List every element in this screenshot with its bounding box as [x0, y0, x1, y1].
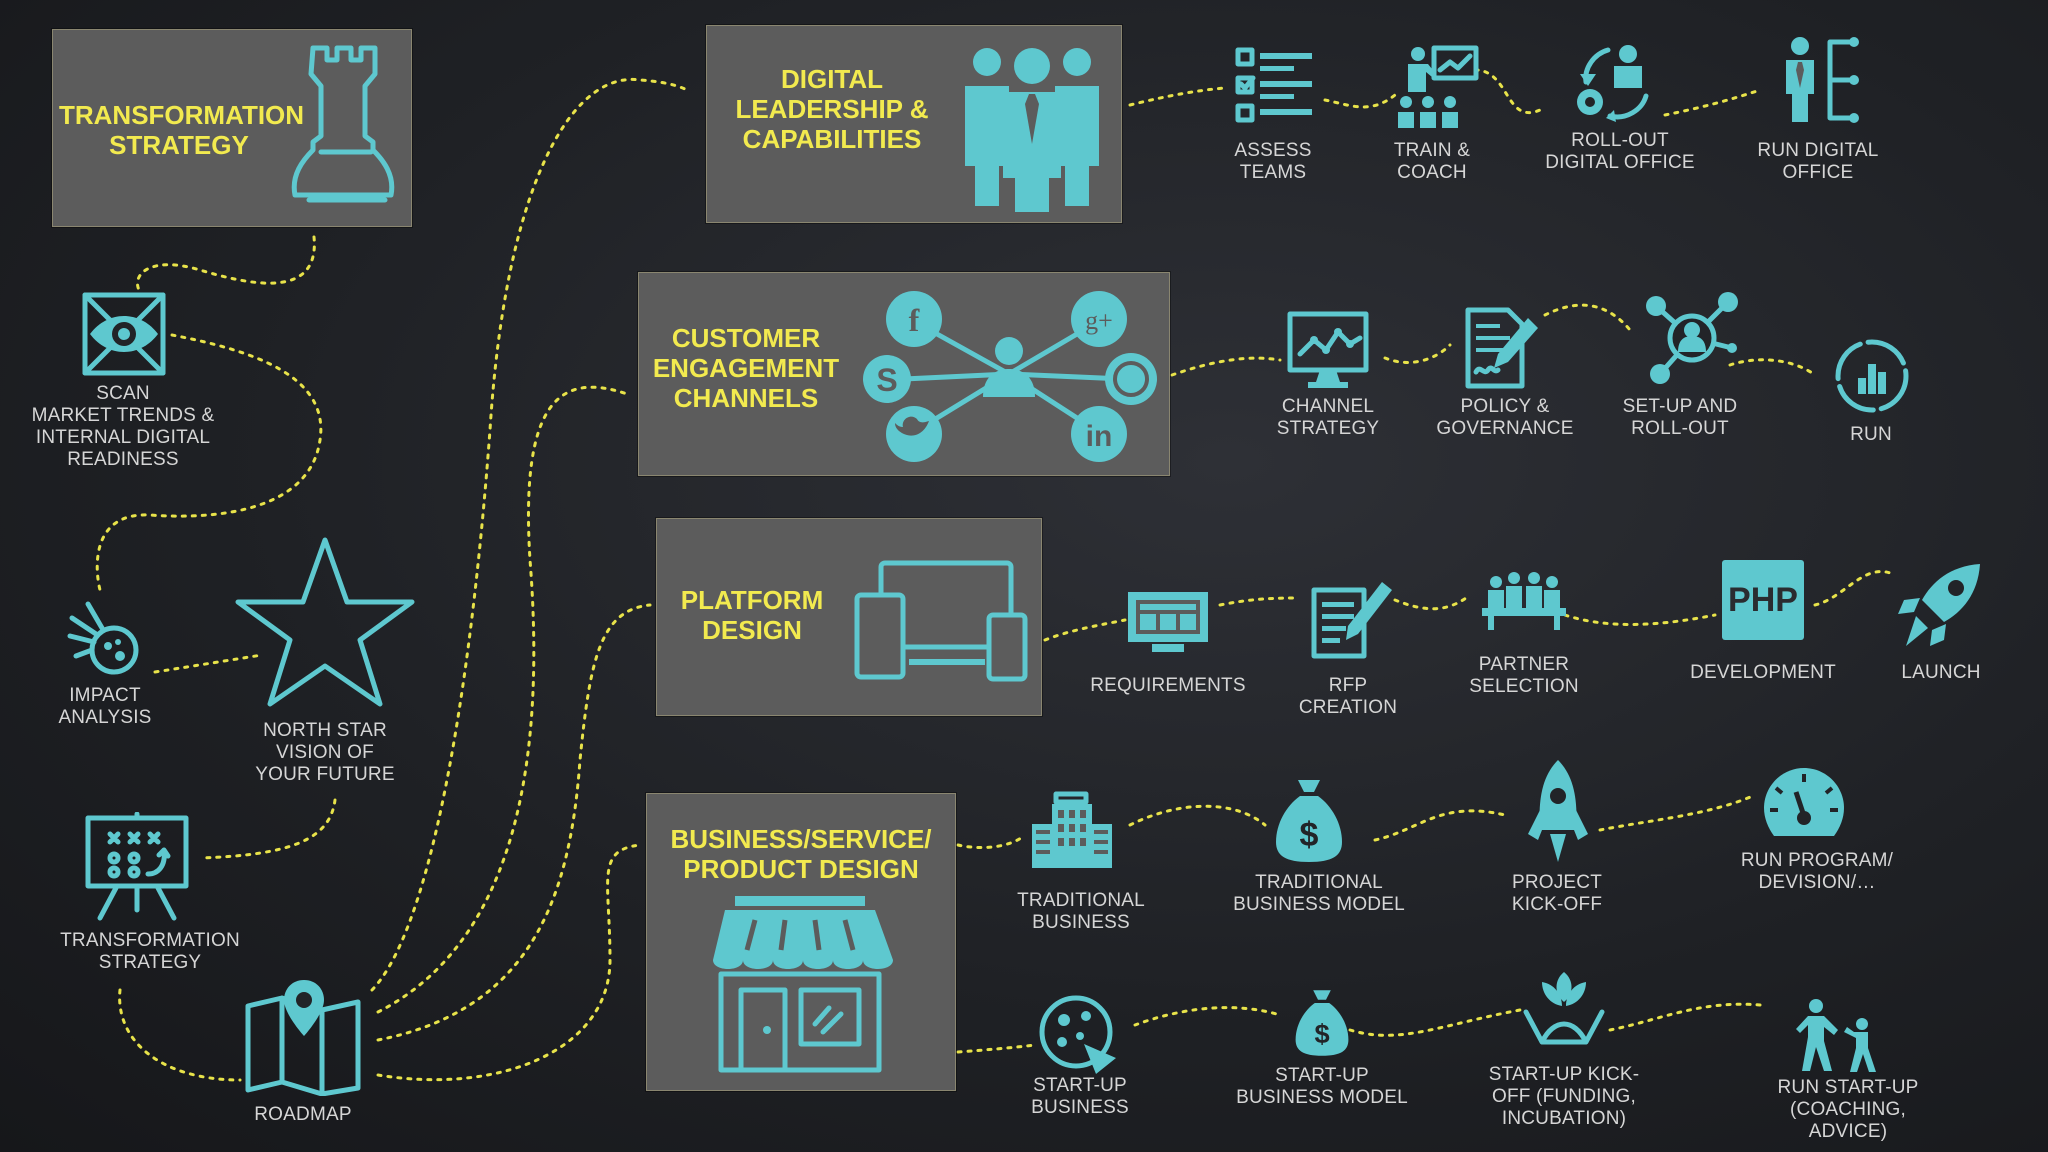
svg-text:S: S: [876, 362, 897, 398]
office-building-icon: [1032, 791, 1112, 868]
startup-step-label: RUN START-UP (COACHING, ADVICE): [1777, 1077, 1919, 1142]
money-bag-icon: $: [1276, 780, 1342, 862]
platform-step-label: REQUIREMENTS: [1090, 675, 1246, 696]
meeting-table-icon: [1482, 572, 1566, 630]
php-icon-text: PHP: [1728, 581, 1798, 619]
scan-label: SCAN MARKET TRENDS & INTERNAL DIGITAL RE…: [31, 383, 215, 470]
leadership-step-label: ROLL-OUT DIGITAL OFFICE: [1545, 130, 1695, 173]
rocket-launch-icon: [1898, 564, 1980, 646]
platform-step-label: RFP CREATION: [1298, 675, 1398, 718]
svg-text:in: in: [1086, 420, 1113, 453]
transformation-strategy-label: TRANSFORMATION STRATEGY: [60, 930, 240, 973]
business-design-box: BUSINESS/SERVICE/ PRODUCT DESIGN: [646, 793, 956, 1091]
google-plus-icon: [1071, 291, 1127, 347]
whatsapp-icon: [1105, 353, 1157, 405]
chess-rook-icon: [291, 45, 395, 203]
social-channels-icon: f g+ S in: [863, 291, 1157, 462]
rocket-icon: [1528, 760, 1588, 862]
business-step-label: TRADITIONAL BUSINESS: [1017, 890, 1145, 933]
startup-step-label: START-UP KICK- OFF (FUNDING, INCUBATION): [1488, 1064, 1640, 1129]
platform-step-label: LAUNCH: [1901, 662, 1981, 683]
business-step-label: TRADITIONAL BUSINESS MODEL: [1233, 872, 1405, 915]
leadership-step-label: ASSESS TEAMS: [1234, 140, 1312, 183]
org-chart-icon: [1786, 37, 1859, 123]
platform-step-label: DEVELOPMENT: [1690, 662, 1836, 683]
storefront-icon: [713, 896, 893, 1073]
startup-step-label: START-UP BUSINESS MODEL: [1236, 1065, 1408, 1108]
platform-step-label: PARTNER SELECTION: [1469, 654, 1579, 697]
leadership-step-label: RUN DIGITAL OFFICE: [1757, 140, 1879, 183]
transformation-box-title: TRANSFORMATION STRATEGY: [59, 100, 305, 160]
dashboard-chart-icon: [1835, 339, 1909, 413]
digital-leadership-box: DIGITAL LEADERSHIP & CAPABILITIES: [706, 25, 1122, 223]
strategy-board-icon: [85, 812, 189, 921]
platform-design-box: PLATFORM DESIGN: [656, 518, 1042, 716]
map-pin-icon: [245, 980, 361, 1096]
requirements-monitor-icon: [1128, 592, 1208, 652]
engagement-step-label: SET-UP AND ROLL-OUT: [1622, 396, 1738, 439]
php-icon: PHP: [1722, 560, 1804, 640]
leadership-box-title: DIGITAL LEADERSHIP & CAPABILITIES: [735, 64, 929, 154]
svg-text:$: $: [1314, 1018, 1329, 1049]
leadership-step-label: TRAIN & COACH: [1393, 140, 1471, 183]
checklist-icon: [1235, 47, 1312, 123]
team-icon: [965, 48, 1099, 212]
transformation-strategy-box: TRANSFORMATION STRATEGY: [52, 29, 412, 227]
speedometer-icon: [1764, 768, 1844, 836]
svg-text:f: f: [909, 302, 920, 338]
coaching-people-icon: [1796, 999, 1876, 1072]
star-icon: [235, 537, 415, 707]
skype-icon: [863, 355, 911, 403]
rollout-cycle-icon: [1577, 45, 1649, 122]
training-icon: [1398, 45, 1479, 128]
meteor-impact-icon: [67, 601, 139, 675]
incubation-hands-icon: [1523, 972, 1605, 1045]
policy-document-icon: [1465, 307, 1538, 389]
business-step-label: RUN PROGRAM/ DEVISION/…: [1740, 850, 1894, 893]
roadmap-label: ROADMAP: [254, 1104, 352, 1125]
linkedin-icon: [1071, 406, 1127, 462]
network-user-icon: [1646, 292, 1738, 384]
business-step-label: PROJECT KICK-OFF: [1511, 872, 1603, 915]
north-star-label: NORTH STAR VISION OF YOUR FUTURE: [255, 720, 395, 785]
analytics-monitor-icon: [1287, 311, 1369, 388]
engagement-step-label: CHANNEL STRATEGY: [1276, 396, 1380, 439]
eye-scan-icon: [82, 292, 166, 376]
engagement-step-label: RUN: [1850, 424, 1892, 445]
customer-engagement-box: CUSTOMER ENGAGEMENT CHANNELS f g+ S in: [638, 272, 1170, 476]
rfp-writing-icon: [1311, 582, 1392, 659]
devices-icon: [854, 560, 1028, 682]
impact-label: IMPACT ANALYSIS: [58, 685, 152, 728]
platform-box-title: PLATFORM DESIGN: [680, 585, 824, 645]
engagement-step-label: POLICY & GOVERNANCE: [1436, 396, 1574, 439]
pizza-icon: [1039, 995, 1116, 1074]
facebook-icon: [886, 291, 942, 347]
money-bag-icon: $: [1295, 990, 1349, 1056]
engagement-box-title: CUSTOMER ENGAGEMENT CHANNELS: [652, 323, 840, 413]
svg-text:g+: g+: [1085, 306, 1113, 335]
svg-text:$: $: [1300, 816, 1319, 854]
business-box-title: BUSINESS/SERVICE/ PRODUCT DESIGN: [670, 824, 932, 884]
startup-step-label: START-UP BUSINESS: [1031, 1075, 1129, 1118]
